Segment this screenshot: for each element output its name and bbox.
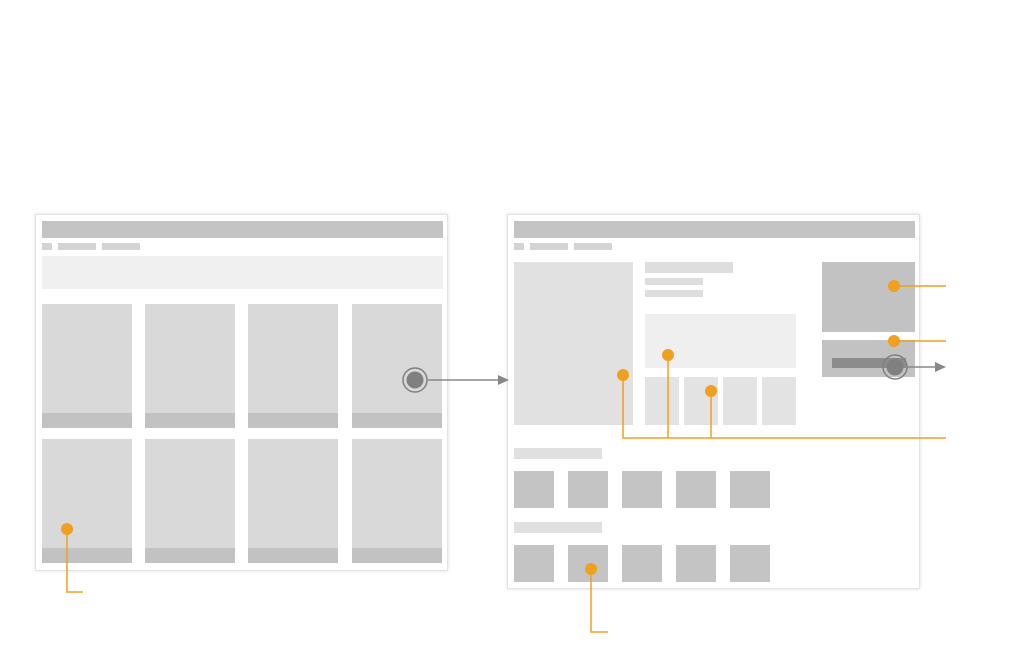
product-card[interactable] [145, 304, 235, 428]
product-image [514, 262, 633, 425]
nav-item [530, 243, 568, 250]
related-item-tile[interactable] [730, 471, 770, 508]
annotation-dot [662, 349, 674, 361]
product-card-footer [145, 413, 235, 428]
annotation-connector [590, 569, 608, 633]
related-item-tile[interactable] [676, 545, 716, 582]
thumbnail [684, 377, 718, 425]
sidebar-box [822, 262, 915, 332]
related-item-tile[interactable] [514, 471, 554, 508]
thumbnail [762, 377, 796, 425]
product-card-footer [248, 413, 338, 428]
product-card[interactable] [248, 304, 338, 428]
product-card[interactable] [145, 439, 235, 563]
product-card-footer [42, 548, 132, 563]
header-bar [514, 221, 915, 238]
related-item-tile[interactable] [622, 545, 662, 582]
related-item-tile[interactable] [568, 545, 608, 582]
section-label [514, 522, 602, 533]
product-card[interactable] [352, 304, 442, 428]
click-marker-ring [882, 354, 908, 380]
annotation-connector [622, 375, 946, 439]
product-card-footer [42, 413, 132, 428]
nav-item [574, 243, 612, 250]
text-line [645, 290, 703, 297]
nav-item [42, 243, 52, 250]
nav-item [102, 243, 140, 250]
nav-item [514, 243, 524, 250]
banner [42, 256, 443, 289]
annotation-dot [888, 280, 900, 292]
title-line [645, 262, 733, 273]
annotation-dot [617, 369, 629, 381]
product-card-footer [248, 548, 338, 563]
flow-arrowhead [935, 362, 946, 372]
product-detail-screen [507, 214, 920, 589]
product-card[interactable] [248, 439, 338, 563]
annotation-dot [705, 385, 717, 397]
related-item-tile[interactable] [622, 471, 662, 508]
product-card[interactable] [42, 304, 132, 428]
product-card-footer [145, 548, 235, 563]
related-item-tile[interactable] [676, 471, 716, 508]
click-marker [406, 371, 424, 389]
header-bar [42, 221, 443, 238]
product-card-footer [352, 413, 442, 428]
annotation-dot [888, 335, 900, 347]
thumbnail [723, 377, 757, 425]
section-label [514, 448, 602, 459]
related-item-tile[interactable] [730, 545, 770, 582]
text-line [645, 278, 703, 285]
add-to-cart-button[interactable] [832, 358, 906, 368]
annotation-connector [66, 529, 83, 593]
thumbnail [645, 377, 679, 425]
product-card[interactable] [42, 439, 132, 563]
product-card-footer [352, 548, 442, 563]
product-listing-screen [35, 214, 448, 571]
related-item-tile[interactable] [568, 471, 608, 508]
click-marker [886, 358, 904, 376]
related-item-tile[interactable] [514, 545, 554, 582]
flow-arrowhead [498, 375, 509, 385]
annotation-dot [585, 563, 597, 575]
annotation-dot [61, 523, 73, 535]
product-card[interactable] [352, 439, 442, 563]
click-marker-ring [402, 367, 428, 393]
nav-item [58, 243, 96, 250]
